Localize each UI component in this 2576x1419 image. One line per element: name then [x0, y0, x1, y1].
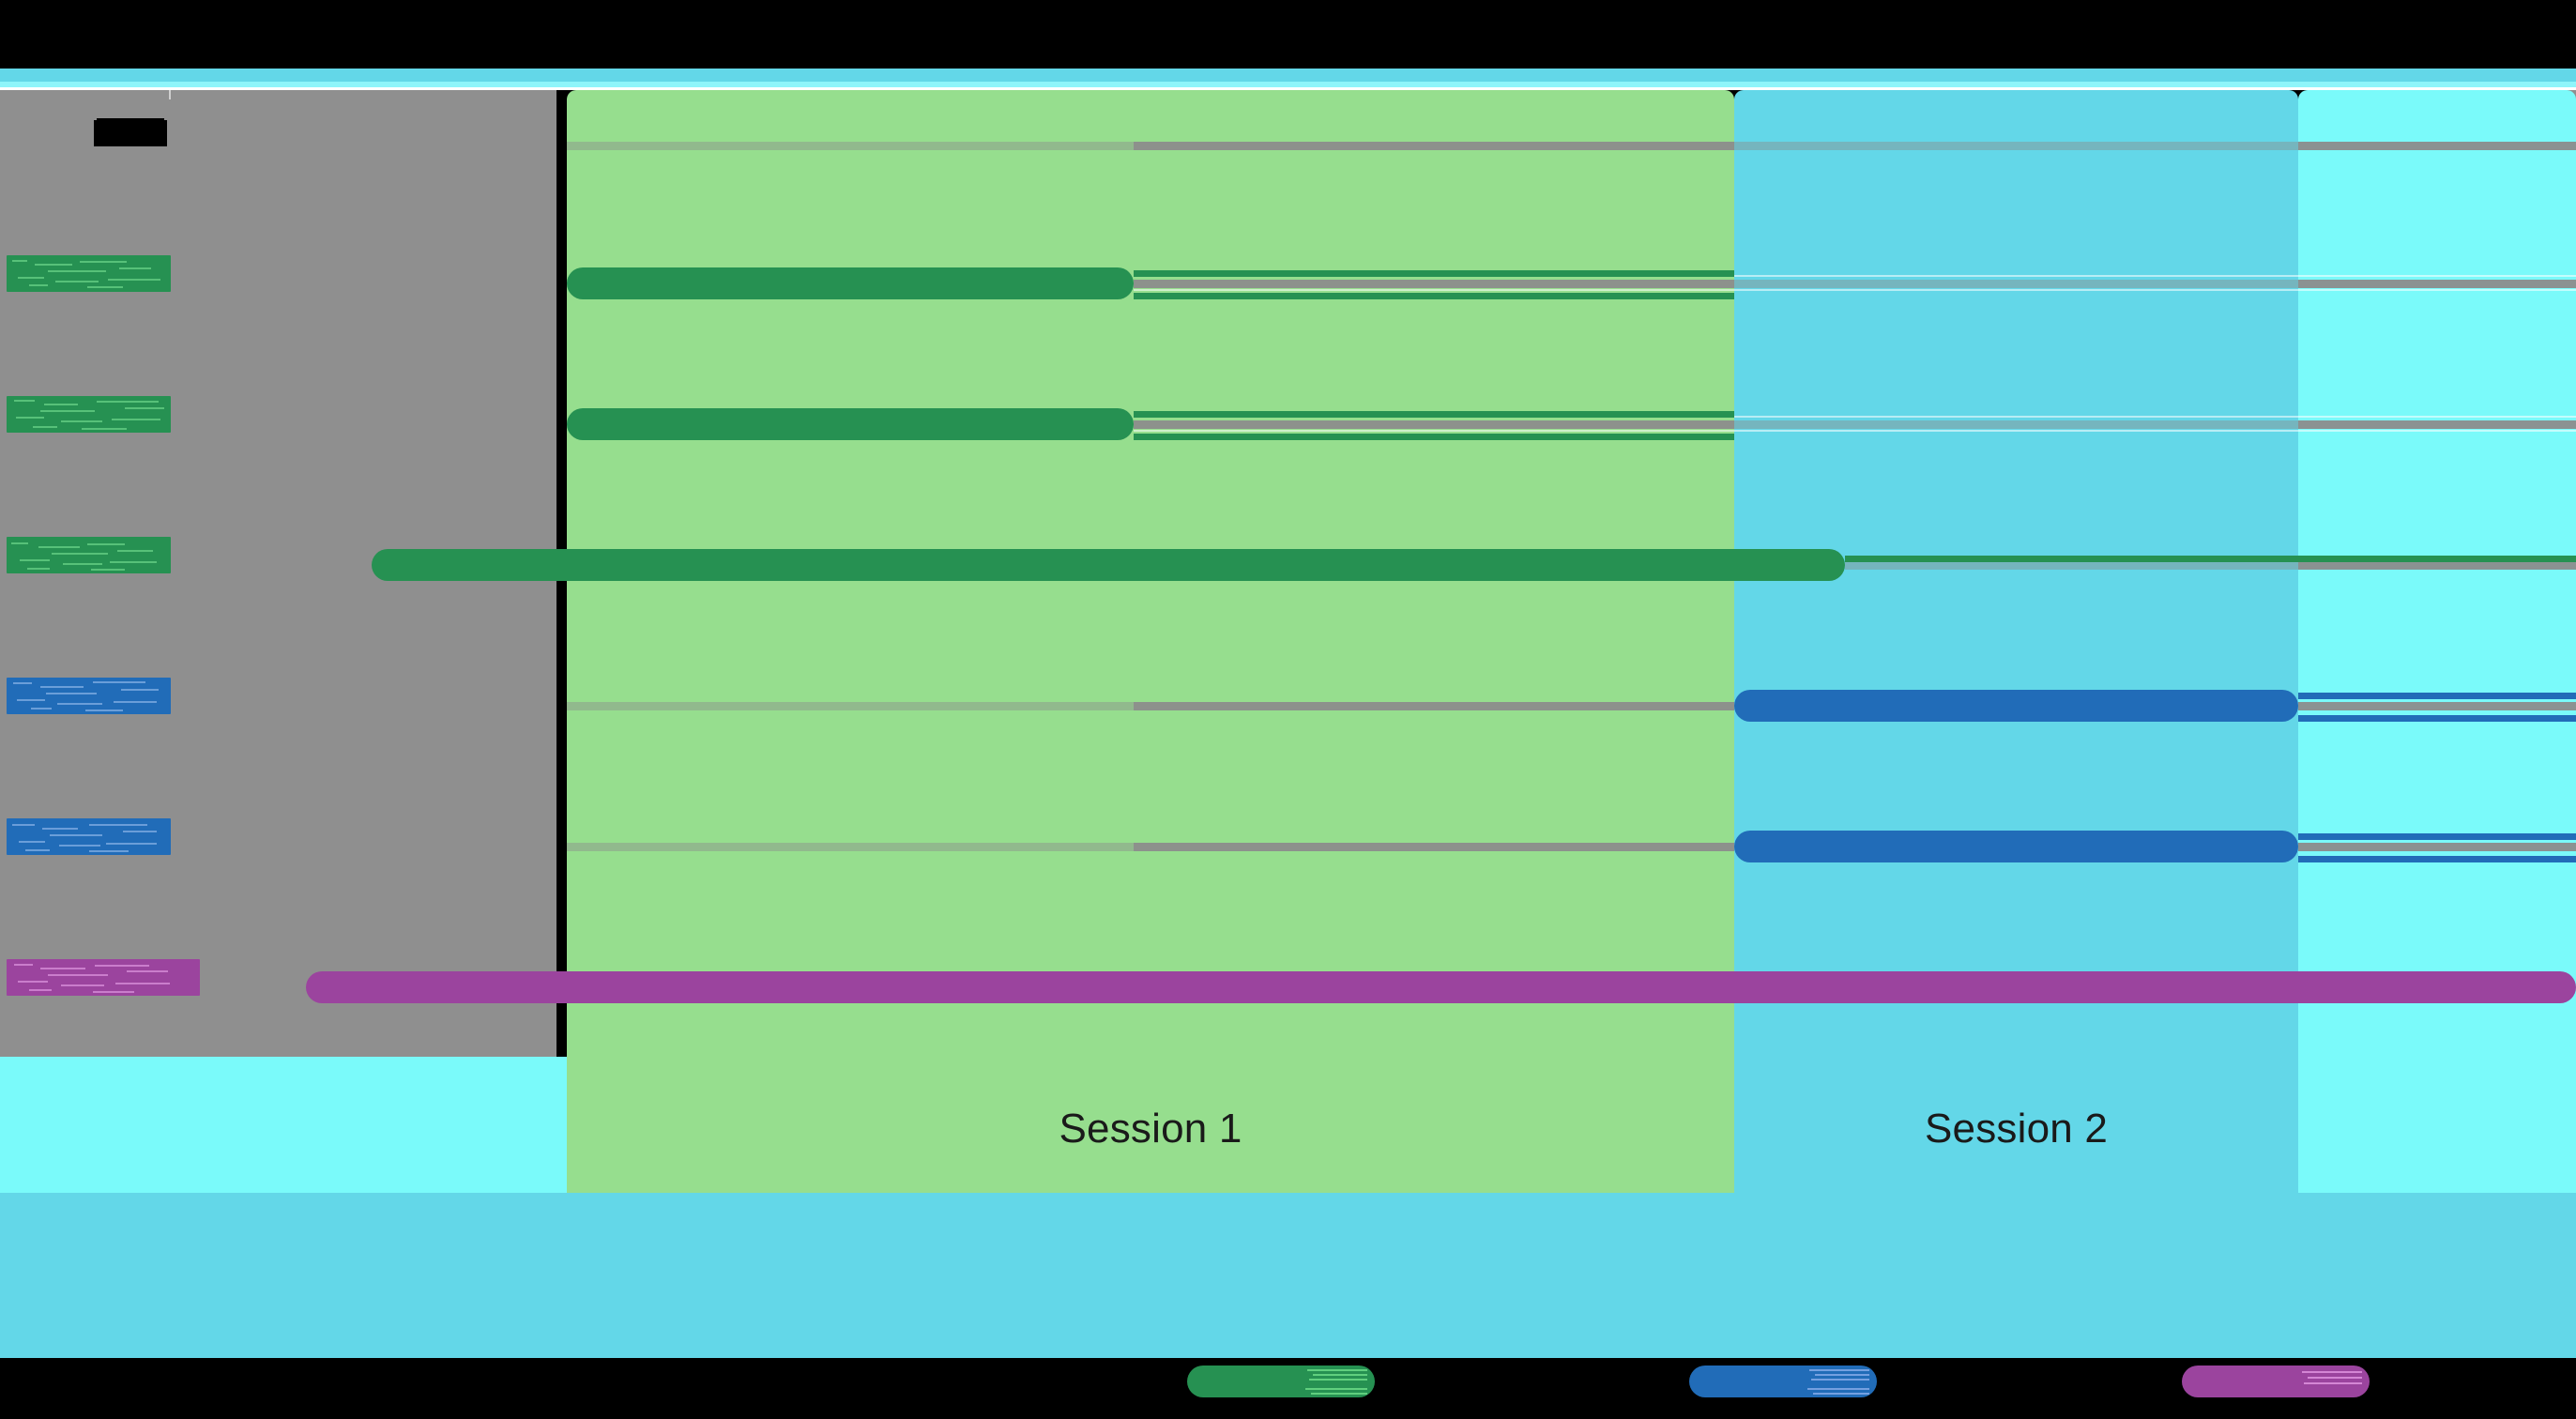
legend-swatch-purple[interactable] [2182, 1366, 2370, 1397]
gridline [1134, 843, 1734, 851]
gridline [567, 142, 1134, 150]
gridline-highlight [1134, 289, 2576, 291]
task-rail-green [1134, 270, 1734, 277]
task-bar-green-1[interactable] [567, 267, 1134, 299]
redaction-noise [7, 537, 171, 573]
row-label-5[interactable] [7, 959, 200, 996]
task-rail-green [1134, 434, 1734, 440]
redaction-noise [7, 818, 171, 855]
redaction-noise [7, 255, 171, 292]
redaction-noise [7, 396, 171, 433]
gridline [2298, 702, 2576, 710]
task-rail-blue [2298, 856, 2576, 862]
row-label-1[interactable] [7, 396, 171, 433]
task-bar-purple-1[interactable] [306, 971, 2576, 1003]
header-title-redaction [94, 120, 167, 146]
window-chrome-hairline [0, 87, 2576, 90]
gridline [1134, 420, 1734, 429]
row-label-4[interactable] [7, 818, 171, 855]
footer-band [0, 1193, 2576, 1358]
gridline [1845, 561, 2298, 570]
gridline-highlight [1134, 430, 2576, 432]
session-label-2: Session 2 [1924, 1106, 2109, 1152]
legend-swatch-blue[interactable] [1689, 1366, 1877, 1397]
task-bar-blue-2[interactable] [1734, 831, 2298, 862]
redaction-noise [2182, 1366, 2370, 1397]
gridline [2298, 142, 2576, 150]
row-label-2[interactable] [7, 537, 171, 573]
gridline [2298, 843, 2576, 851]
session-band-3[interactable] [2298, 90, 2576, 1193]
gridline-highlight [1134, 416, 2576, 418]
redaction-noise [7, 959, 200, 996]
task-rail-green [1134, 293, 1734, 299]
gridline [2298, 561, 2576, 570]
task-bar-green-2[interactable] [567, 408, 1134, 440]
row-label-0[interactable] [7, 255, 171, 292]
legend-swatch-green[interactable] [1187, 1366, 1375, 1397]
gridline [1134, 280, 1734, 288]
gridline-highlight [1134, 275, 2576, 277]
session-band-2[interactable] [1734, 90, 2298, 1193]
row-label-3[interactable] [7, 678, 171, 714]
task-rail-blue [2298, 833, 2576, 840]
gridline [1134, 702, 1734, 710]
gridline [567, 843, 1134, 851]
gridline [2298, 280, 2576, 288]
task-rail-blue [2298, 693, 2576, 699]
gridline [1734, 142, 2298, 150]
chart-legend [0, 1358, 2576, 1419]
gridline [567, 702, 1134, 710]
gridline [1734, 280, 2298, 288]
redaction-noise [7, 678, 171, 714]
axis-tick [169, 90, 171, 99]
session-band-1[interactable] [567, 90, 1734, 1193]
session-label-1: Session 1 [1059, 1106, 1242, 1152]
window-chrome-strip-light [0, 82, 2576, 87]
gridline [2298, 420, 2576, 429]
gridline [1734, 420, 2298, 429]
gridline [1134, 142, 1734, 150]
footer-left-block [0, 1057, 567, 1193]
task-rail-green [1134, 411, 1734, 418]
task-rail-green [1845, 556, 2576, 562]
redaction-noise [1187, 1366, 1375, 1397]
window-chrome-strip [0, 69, 2576, 82]
redaction-noise [1689, 1366, 1877, 1397]
task-bar-green-3[interactable] [372, 549, 1845, 581]
task-rail-blue [2298, 715, 2576, 722]
task-bar-blue-1[interactable] [1734, 690, 2298, 722]
